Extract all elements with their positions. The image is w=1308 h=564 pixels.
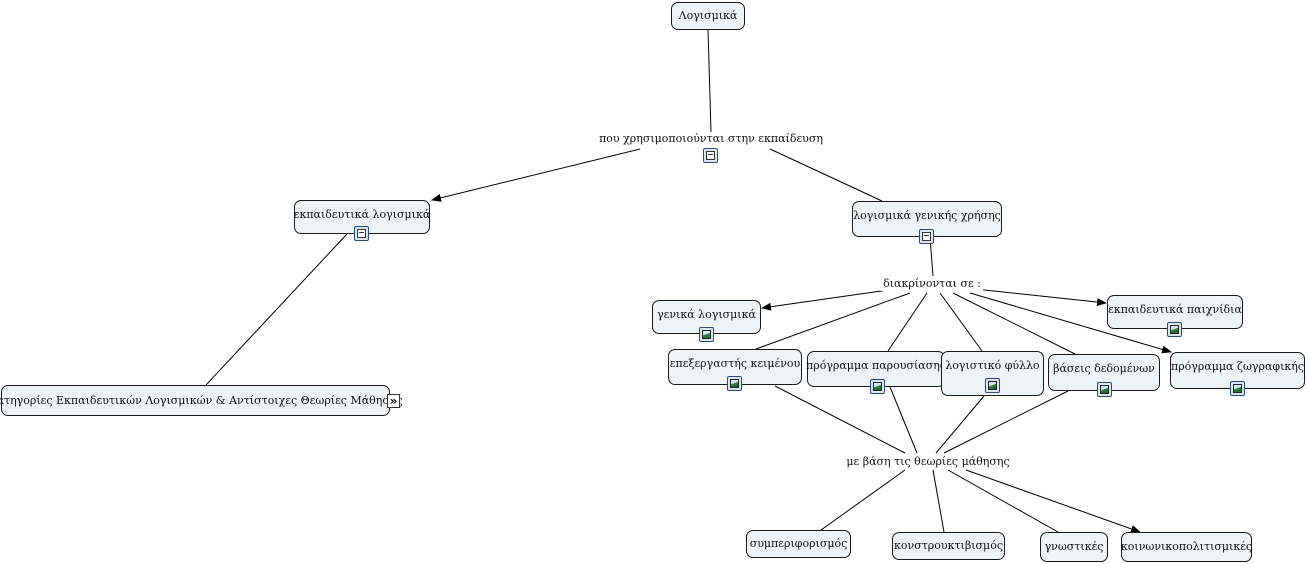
document-icon[interactable] <box>354 226 369 241</box>
edge-phrase1-ekpaideftika <box>431 148 641 202</box>
concept-gnostikes[interactable]: γνωστικές <box>1040 532 1108 562</box>
edge-phrase2-epexergastis <box>755 292 911 350</box>
edge-phrase2-parousiasis <box>887 292 928 352</box>
document-icon[interactable] <box>919 229 934 244</box>
concept-label: πρόγραμμα παρουσίασης <box>806 359 946 372</box>
concept-programma-parousiasis[interactable]: πρόγραμμα παρουσίασης <box>806 351 946 387</box>
linking-phrase-me-vasi: με βάση τις θεωρίες μάθησης <box>844 455 1012 469</box>
concept-label: συμπεριφορισμός <box>749 537 848 550</box>
concept-label: εκπαιδευτικά λογισμικά <box>293 208 431 221</box>
concept-label: βάσεις δεδομένων <box>1053 362 1155 375</box>
edge-epexergastis-phrase3 <box>774 385 906 454</box>
concept-label: γενικά λογισμικά <box>657 308 756 321</box>
image-icon[interactable] <box>699 327 714 342</box>
concept-epexergastis-keimenou[interactable]: επεξεργαστής κειμένου <box>668 349 802 385</box>
concept-label: κοινωνικοπολιτισμικές <box>1120 540 1253 553</box>
concept-logismika[interactable]: Λογισμικά <box>671 2 745 30</box>
edge-vaseis-phrase3 <box>943 390 1069 454</box>
concept-label: γνωστικές <box>1044 540 1104 553</box>
document-icon[interactable] <box>703 148 718 163</box>
image-icon[interactable] <box>985 378 1000 393</box>
concept-label: λογισμικά γενικής χρήσης <box>853 209 1001 222</box>
concept-konstrouktivismos[interactable]: κονστρουκτιβισμός <box>892 532 1005 560</box>
image-icon[interactable] <box>1230 381 1245 396</box>
nested-map-link-icon[interactable]: » <box>387 394 400 408</box>
edge-phrase2-logistiko <box>939 292 983 352</box>
linking-phrase-text: με βάση τις θεωρίες μάθησης <box>846 455 1010 468</box>
linking-phrase-text: διακρίνονται σε : <box>883 277 981 290</box>
image-icon[interactable] <box>727 376 742 391</box>
concept-label: Κατηγορίες Εκπαιδευτικών Λογισμικών & Αν… <box>0 393 403 407</box>
edge-logistiko-phrase3 <box>935 395 985 454</box>
concept-label: Λογισμικά <box>678 9 738 22</box>
concept-label: κονστρουκτιβισμός <box>894 539 1003 552</box>
edge-phrase2-paixnidia <box>974 288 1107 307</box>
image-icon[interactable] <box>870 379 885 394</box>
edge-parousiasis-phrase3 <box>889 386 918 454</box>
concept-label: πρόγραμμα ζωγραφικής <box>1170 360 1305 373</box>
edge-root-phrase1 <box>707 28 712 133</box>
edge-phrase3-koinonikopolitismikes <box>965 469 1141 533</box>
edge-phrase3-konstrouktivismos <box>932 469 945 533</box>
edge-phrase2-vaseis <box>952 292 1076 355</box>
edge-phrase3-symperiforismos <box>820 469 906 531</box>
concept-label: εκπαιδευτικά παιχνίδια <box>1108 303 1242 316</box>
edge-ekpaideftika-kategories <box>205 233 348 386</box>
edge-phrase1-genikis <box>769 148 883 202</box>
image-icon[interactable] <box>1097 382 1112 397</box>
concept-koinonikopolitismikes[interactable]: κοινωνικοπολιτισμικές <box>1121 532 1252 562</box>
linking-phrase-text: που χρησιμοποιούνται στην εκπαίδευση <box>599 132 823 145</box>
concept-symperiforismos[interactable]: συμπεριφορισμός <box>746 530 851 558</box>
concept-kategories-ekpaideftikon[interactable]: Κατηγορίες Εκπαιδευτικών Λογισμικών & Αν… <box>0 385 403 416</box>
concept-genika-logismika[interactable]: γενικά λογισμικά <box>652 300 761 334</box>
image-icon[interactable] <box>1167 322 1182 337</box>
linking-phrase-pou-xrisimopoiountai: που χρησιμοποιούνται στην εκπαίδευση <box>597 132 825 146</box>
edge-phrase2-genika <box>761 288 896 311</box>
edge-phrase3-gnostikes <box>947 469 1059 533</box>
linking-phrase-diakrinontai: διακρίνονται σε : <box>881 277 983 291</box>
concept-label: επεξεργαστής κειμένου <box>669 357 801 370</box>
concept-label: λογιστικό φύλλο <box>945 359 1040 372</box>
